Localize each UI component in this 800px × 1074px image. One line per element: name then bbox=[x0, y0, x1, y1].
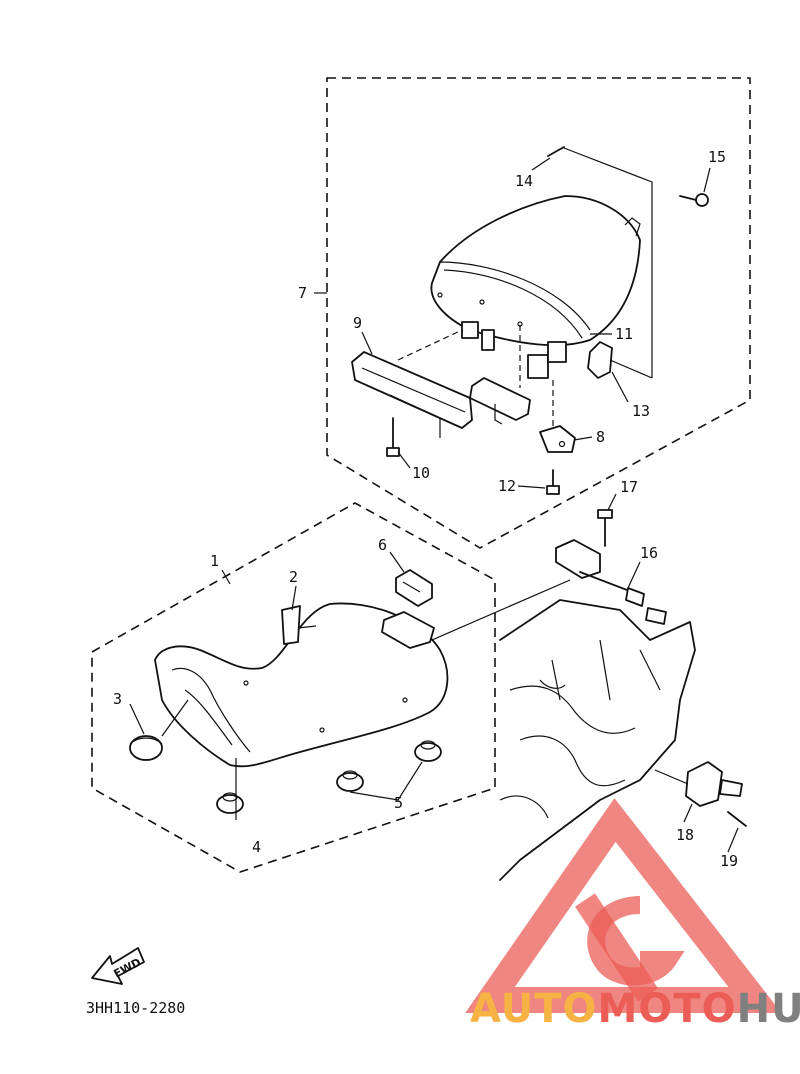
callout-3: 3 bbox=[113, 690, 122, 708]
callout-17: 17 bbox=[620, 478, 638, 496]
callout-5: 5 bbox=[394, 794, 403, 812]
damper-5a bbox=[336, 770, 364, 792]
callout-13: 13 bbox=[632, 402, 650, 420]
lock-cable-16 bbox=[555, 539, 667, 625]
rear-seat-plate bbox=[469, 377, 531, 425]
callout-2: 2 bbox=[289, 568, 298, 586]
rear-seat-leaders bbox=[314, 147, 711, 489]
damper-6 bbox=[395, 569, 433, 607]
watermark-triangle-icon bbox=[465, 798, 782, 1013]
screw-19 bbox=[727, 811, 747, 827]
callout-1: 1 bbox=[210, 552, 219, 570]
front-seat-assembly bbox=[154, 602, 449, 768]
callout-11: 11 bbox=[615, 325, 633, 343]
damper-5b bbox=[414, 740, 442, 762]
bolt-10 bbox=[386, 417, 400, 457]
frame-leaders bbox=[607, 493, 739, 853]
callout-6: 6 bbox=[378, 536, 387, 554]
callout-labels: 1 2 3 4 5 6 7 8 9 10 11 12 13 14 15 16 1… bbox=[113, 148, 738, 870]
watermark-text-hub: HUB bbox=[737, 986, 800, 1032]
frame-section bbox=[499, 599, 696, 881]
callout-15: 15 bbox=[708, 148, 726, 166]
rear-seat-rail bbox=[351, 351, 473, 438]
front-seat-leaders bbox=[129, 551, 571, 820]
callout-9: 9 bbox=[353, 314, 362, 332]
group-box-front-seat bbox=[91, 502, 496, 873]
rear-seat-assembly bbox=[430, 195, 641, 379]
front-seat-cushion bbox=[154, 602, 449, 768]
fwd-arrow: FWD bbox=[91, 947, 145, 985]
watermark-text-auto: AUTO bbox=[470, 986, 598, 1032]
reference-code: 3HH110-2280 bbox=[86, 999, 185, 1017]
watermark-logo: AUTOMOTOHUB bbox=[465, 798, 800, 1032]
callout-12: 12 bbox=[498, 477, 516, 495]
seat-tab-2 bbox=[281, 605, 317, 645]
damper-4 bbox=[216, 792, 244, 814]
group-box-rear-seat bbox=[326, 77, 751, 549]
cap-15 bbox=[679, 193, 709, 207]
callout-18: 18 bbox=[676, 826, 694, 844]
callout-16: 16 bbox=[640, 544, 658, 562]
callout-8: 8 bbox=[596, 428, 605, 446]
seat-lock-18 bbox=[685, 761, 743, 807]
clip-bracket-8 bbox=[539, 425, 576, 453]
bolt-12 bbox=[546, 469, 560, 495]
watermark-text: AUTOMOTOHUB bbox=[470, 986, 800, 1032]
callout-19: 19 bbox=[720, 852, 738, 870]
callout-7: 7 bbox=[298, 284, 307, 302]
front-seat-bracket bbox=[381, 611, 435, 649]
callout-14: 14 bbox=[515, 172, 533, 190]
hook-bracket-13 bbox=[587, 341, 613, 379]
callout-10: 10 bbox=[412, 464, 430, 482]
screw-14 bbox=[547, 146, 565, 157]
watermark-text-moto: MOTO bbox=[598, 986, 737, 1032]
callout-4: 4 bbox=[252, 838, 261, 856]
bolt-17 bbox=[597, 509, 613, 547]
damper-3 bbox=[129, 735, 163, 761]
